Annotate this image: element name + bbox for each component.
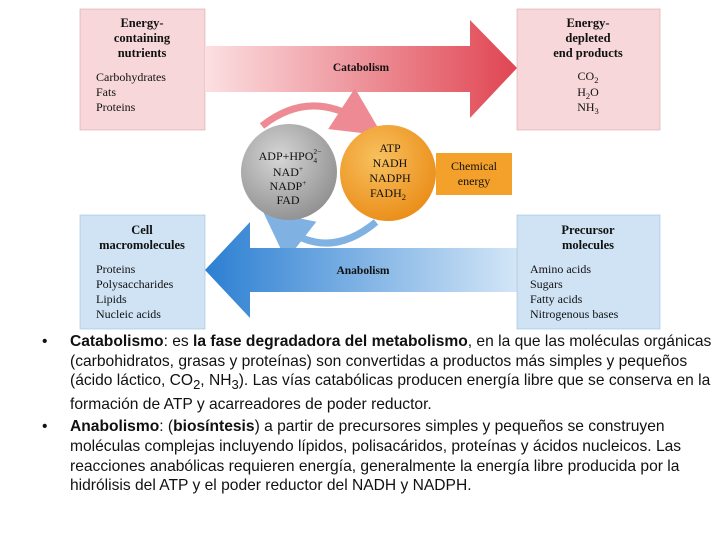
precursor-item: Amino acids <box>530 262 591 276</box>
nutrient-item: Proteins <box>96 100 136 114</box>
end-products-title-line: end products <box>553 46 623 60</box>
nadp-plus-label: NADP+ <box>270 178 307 193</box>
precursor-item: Fatty acids <box>530 292 583 306</box>
svg-text:Energy-: Energy- <box>120 16 163 30</box>
precursor-molecules-box: Precursor molecules Amino acids Sugars F… <box>516 214 661 330</box>
macromolecule-item: Polysaccharides <box>96 277 174 291</box>
macromolecule-item: Lipids <box>96 292 127 306</box>
co2-formula: CO2 <box>578 69 599 85</box>
chemical-energy-box: Chemical energy <box>436 153 512 195</box>
anabolism-bullet: • Anabolismo: (biosíntesis) a partir de … <box>42 418 682 495</box>
anabolism-label: Anabolism <box>336 265 389 277</box>
bullet-list: • Catabolismo: es la fase degradadora de… <box>42 332 712 499</box>
energy-containing-nutrients-box: Energy- containing nutrients Carbohydrat… <box>79 8 206 131</box>
h2o-formula: H2O <box>577 85 599 101</box>
macromolecules-title-line: macromolecules <box>99 238 185 252</box>
catabolism-definition-phrase: la fase degradadora del metabolismo <box>193 333 468 350</box>
fad-label: FAD <box>276 193 299 207</box>
metabolism-diagram: Energy- containing nutrients Carbohydrat… <box>79 8 661 330</box>
bullet-marker: • <box>42 333 48 350</box>
precursor-title-line: molecules <box>562 238 614 252</box>
energy-depleted-end-products-box: Energy- depleted end products CO2 H2O NH… <box>516 8 661 131</box>
catabolism-arrow: Catabolism <box>205 20 517 118</box>
svg-text:nutrients: nutrients <box>118 46 167 60</box>
nutrients-title-line: Energy- <box>120 16 163 30</box>
end-products-title-line: Energy- <box>566 16 609 30</box>
gray-cofactor-circle: ADP+HPO2−4 NAD+ NADP+ FAD <box>241 124 337 220</box>
svg-text:energy: energy <box>458 174 490 188</box>
nutrients-title-line: containing <box>114 31 171 45</box>
anabolism-arrow: Anabolism <box>205 222 517 318</box>
anabolism-definition-phrase: biosíntesis <box>173 418 255 436</box>
precursor-title-line: Precursor <box>561 223 615 237</box>
nutrient-item: Carbohydrates <box>96 70 166 84</box>
macromolecules-title-line: Cell <box>131 223 153 237</box>
nh3-formula: NH3 <box>577 100 599 116</box>
cell-macromolecules-box: Cell macromolecules Proteins Polysacchar… <box>79 214 206 330</box>
atp-label: ATP <box>379 141 401 155</box>
catabolism-energy-curve <box>259 88 383 136</box>
nutrients-title-line: nutrients <box>118 46 167 60</box>
nutrient-item: Fats <box>96 85 116 99</box>
nad-plus-label: NAD+ <box>273 164 303 179</box>
anabolism-term: Anabolismo <box>70 418 160 436</box>
adp-hpo4-label: ADP+HPO2−4 <box>259 147 322 165</box>
macromolecule-item: Nucleic acids <box>96 307 161 321</box>
fadh2-label: FADH2 <box>370 186 406 202</box>
catabolism-bullet: • Catabolismo: es la fase degradadora de… <box>42 333 712 413</box>
bullet-marker: • <box>42 418 48 436</box>
svg-text:containing: containing <box>114 31 171 45</box>
catabolism-label: Catabolism <box>333 62 390 74</box>
precursor-item: Sugars <box>530 277 563 291</box>
nadh-label: NADH <box>373 156 408 170</box>
catabolism-term: Catabolismo <box>70 333 164 350</box>
precursor-item: Nitrogenous bases <box>530 307 619 321</box>
svg-text:Chemical: Chemical <box>451 159 498 173</box>
macromolecule-item: Proteins <box>96 262 136 276</box>
end-products-title-line: depleted <box>565 31 610 45</box>
anabolism-energy-curve <box>262 210 379 261</box>
orange-energy-carrier-circle: ATP NADH NADPH FADH2 <box>340 125 436 221</box>
nadph-label: NADPH <box>369 171 411 185</box>
